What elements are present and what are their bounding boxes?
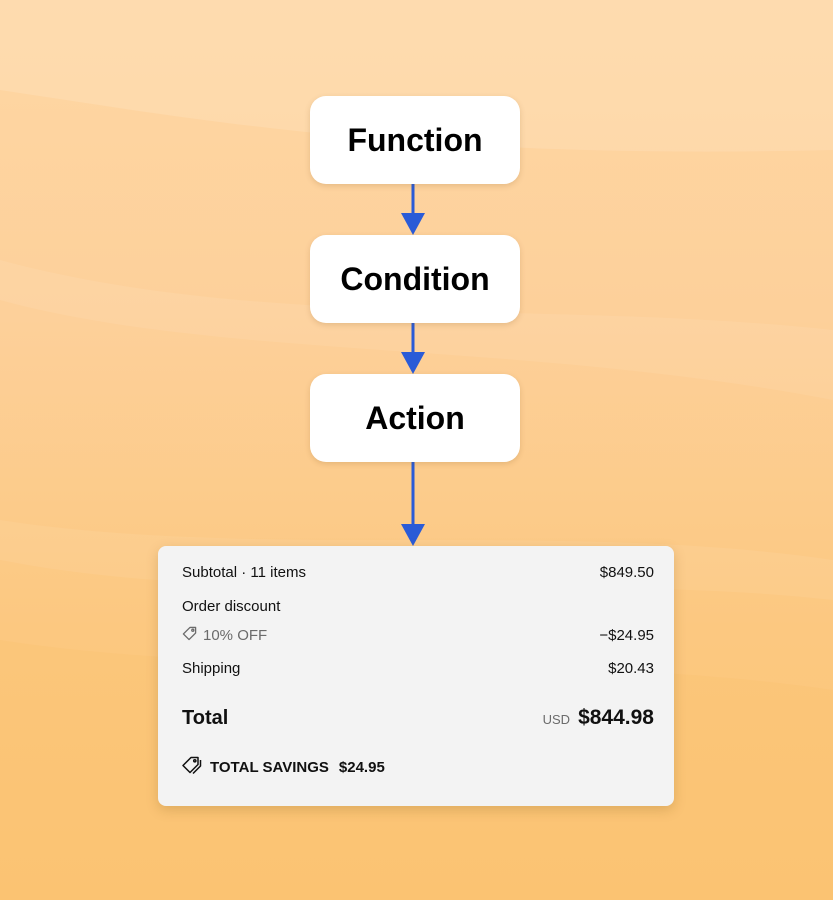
total-savings: TOTAL SAVINGS $24.95 xyxy=(182,756,385,778)
subtotal-value: $849.50 xyxy=(599,564,654,581)
tag-icon xyxy=(182,626,197,645)
tags-icon xyxy=(182,756,202,778)
discount-code: 10% OFF xyxy=(203,627,268,644)
discount-value: −$24.95 xyxy=(599,627,654,644)
discount-code-row: 10% OFF −$24.95 xyxy=(182,626,654,645)
shipping-label: Shipping xyxy=(182,660,241,677)
subtotal-row: Subtotal · 11 items $849.50 xyxy=(182,564,654,581)
order-summary-card: Subtotal · 11 items $849.50 Order discou… xyxy=(158,546,674,806)
shipping-value: $20.43 xyxy=(608,660,654,677)
node-action: Action xyxy=(310,374,520,462)
discount-row: Order discount xyxy=(182,598,654,615)
discount-label: Order discount xyxy=(182,598,281,615)
savings-value: $24.95 xyxy=(338,758,385,776)
node-condition: Condition xyxy=(310,235,520,323)
shipping-row: Shipping $20.43 xyxy=(182,660,654,677)
total-label: Total xyxy=(182,706,229,729)
subtotal-label: Subtotal · 11 items xyxy=(182,564,306,581)
savings-label: TOTAL SAVINGS xyxy=(210,758,329,776)
node-function: Function xyxy=(310,96,520,184)
total-row: Total USD $844.98 xyxy=(182,706,654,730)
total-value: $844.98 xyxy=(578,706,654,729)
currency-code: USD xyxy=(542,712,571,727)
